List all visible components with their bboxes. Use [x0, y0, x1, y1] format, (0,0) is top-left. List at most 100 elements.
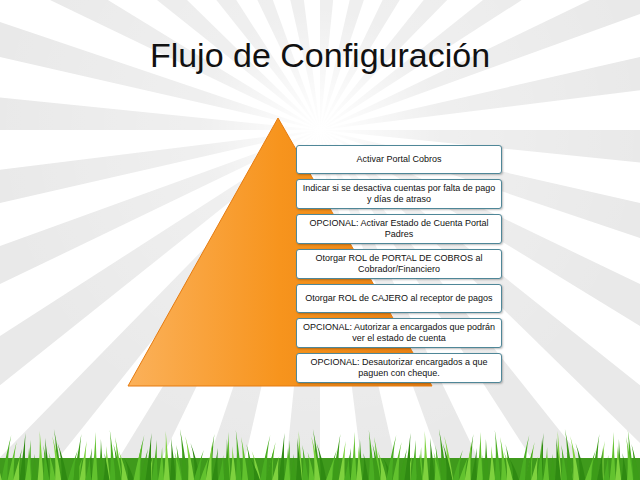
grass-blade — [378, 451, 387, 480]
grass-blade — [411, 440, 417, 480]
grass-blade — [26, 440, 32, 480]
grass-blade — [113, 444, 121, 480]
grass-blade — [616, 439, 622, 480]
grass-blade — [465, 434, 473, 480]
grass-blade — [576, 443, 586, 480]
grass-blade — [356, 446, 362, 480]
grass-blade — [509, 458, 519, 480]
sunburst-glow — [0, 0, 640, 460]
grass-blade — [38, 431, 44, 480]
grass-blade — [504, 451, 513, 480]
grass-blade — [296, 438, 302, 480]
grass-blade — [284, 447, 290, 480]
grass-blade — [525, 449, 533, 480]
grass-blade — [477, 432, 483, 480]
grass-blade — [302, 445, 308, 480]
grass-blade — [92, 432, 98, 480]
grass-blade — [124, 458, 134, 480]
step-text: Otorgar ROL de CAJERO al receptor de pag… — [305, 293, 492, 304]
grass-blade — [317, 443, 327, 480]
grass-blade — [631, 444, 639, 480]
grass-blade — [357, 439, 363, 480]
grass-blade — [344, 455, 350, 480]
grass-blade — [104, 453, 110, 480]
grass-blade — [434, 452, 441, 480]
grass-blade — [417, 447, 423, 480]
grass-blade — [218, 455, 224, 480]
grass-blade — [531, 456, 538, 480]
grass-blade — [489, 446, 495, 480]
grass-blade — [20, 433, 26, 480]
grass-blade — [110, 430, 116, 480]
grass-blade — [393, 442, 402, 480]
grass-blade — [86, 448, 92, 480]
grass-blade — [570, 436, 579, 480]
grass-blade — [429, 438, 435, 480]
grass-blade — [49, 452, 56, 480]
grass-blade — [170, 438, 176, 480]
grass-blade — [495, 430, 501, 480]
grass-blade — [603, 455, 609, 480]
grass-blade — [555, 438, 561, 480]
grass-blade — [405, 433, 411, 480]
grass-blade — [345, 448, 351, 480]
grass-blade — [615, 446, 621, 480]
grass-blade — [443, 443, 453, 480]
grass-blade — [598, 441, 605, 480]
grass-blade — [423, 431, 429, 480]
grass-blade — [549, 454, 555, 480]
grass-blade — [339, 441, 346, 480]
grass-blade — [471, 448, 477, 480]
grass-blade — [363, 453, 369, 480]
grass-blade — [246, 444, 254, 480]
grass-blade — [622, 453, 628, 480]
grass-blade — [152, 440, 158, 480]
grass-blade — [52, 436, 61, 480]
grass-blade — [369, 430, 375, 480]
grass-blade — [250, 458, 260, 480]
step-box: Activar Portal Cobros — [296, 145, 502, 174]
grass-blade — [25, 447, 31, 480]
step-text: OPCIONAL: Autorizar a encargados que pod… — [302, 322, 496, 344]
step-text: Activar Portal Cobros — [356, 154, 441, 165]
grass-blade — [483, 439, 489, 480]
grass-blade — [212, 448, 218, 480]
grass-blade — [351, 432, 357, 480]
grass-blade — [146, 433, 152, 480]
grass-blade — [285, 440, 291, 480]
grass-blade — [85, 455, 91, 480]
grass-blade — [537, 440, 543, 480]
step-box: OPCIONAL: Autorizar a encargados que pod… — [296, 318, 502, 348]
grass-blade — [561, 445, 567, 480]
grass-blade — [230, 446, 236, 480]
grass-blade — [134, 442, 143, 480]
step-text: OPCIONAL: Activar Estado de Cuenta Porta… — [302, 218, 496, 240]
grass-blade — [272, 456, 279, 480]
grass-blade — [180, 429, 188, 480]
grass-blade — [44, 438, 50, 480]
grass-blade — [225, 432, 231, 480]
grass-blade — [236, 430, 242, 480]
step-box: Otorgar ROL de PORTAL DE COBROS al Cobra… — [296, 249, 502, 279]
grass-blade — [164, 431, 170, 480]
grass-blade — [0, 451, 2, 480]
grass-blade — [206, 434, 214, 480]
step-box: Indicar si se desactiva cuentas por falt… — [296, 179, 502, 209]
step-text: Otorgar ROL de PORTAL DE COBROS al Cobra… — [302, 253, 496, 275]
grass-blade — [119, 451, 128, 480]
grass-blade — [372, 444, 380, 480]
grass-blade — [311, 436, 320, 480]
grass-blade — [543, 447, 549, 480]
grass-blade — [465, 441, 472, 480]
grass-blade — [279, 433, 285, 480]
grass-blade — [626, 437, 633, 480]
grass-blade — [297, 431, 303, 480]
grass-blade — [266, 449, 274, 480]
grass-blade — [597, 448, 603, 480]
grass-blade — [308, 452, 315, 480]
grass-blade — [43, 445, 49, 480]
grass-blade — [610, 432, 616, 480]
grass-blade — [224, 439, 230, 480]
grass-blade — [538, 433, 544, 480]
